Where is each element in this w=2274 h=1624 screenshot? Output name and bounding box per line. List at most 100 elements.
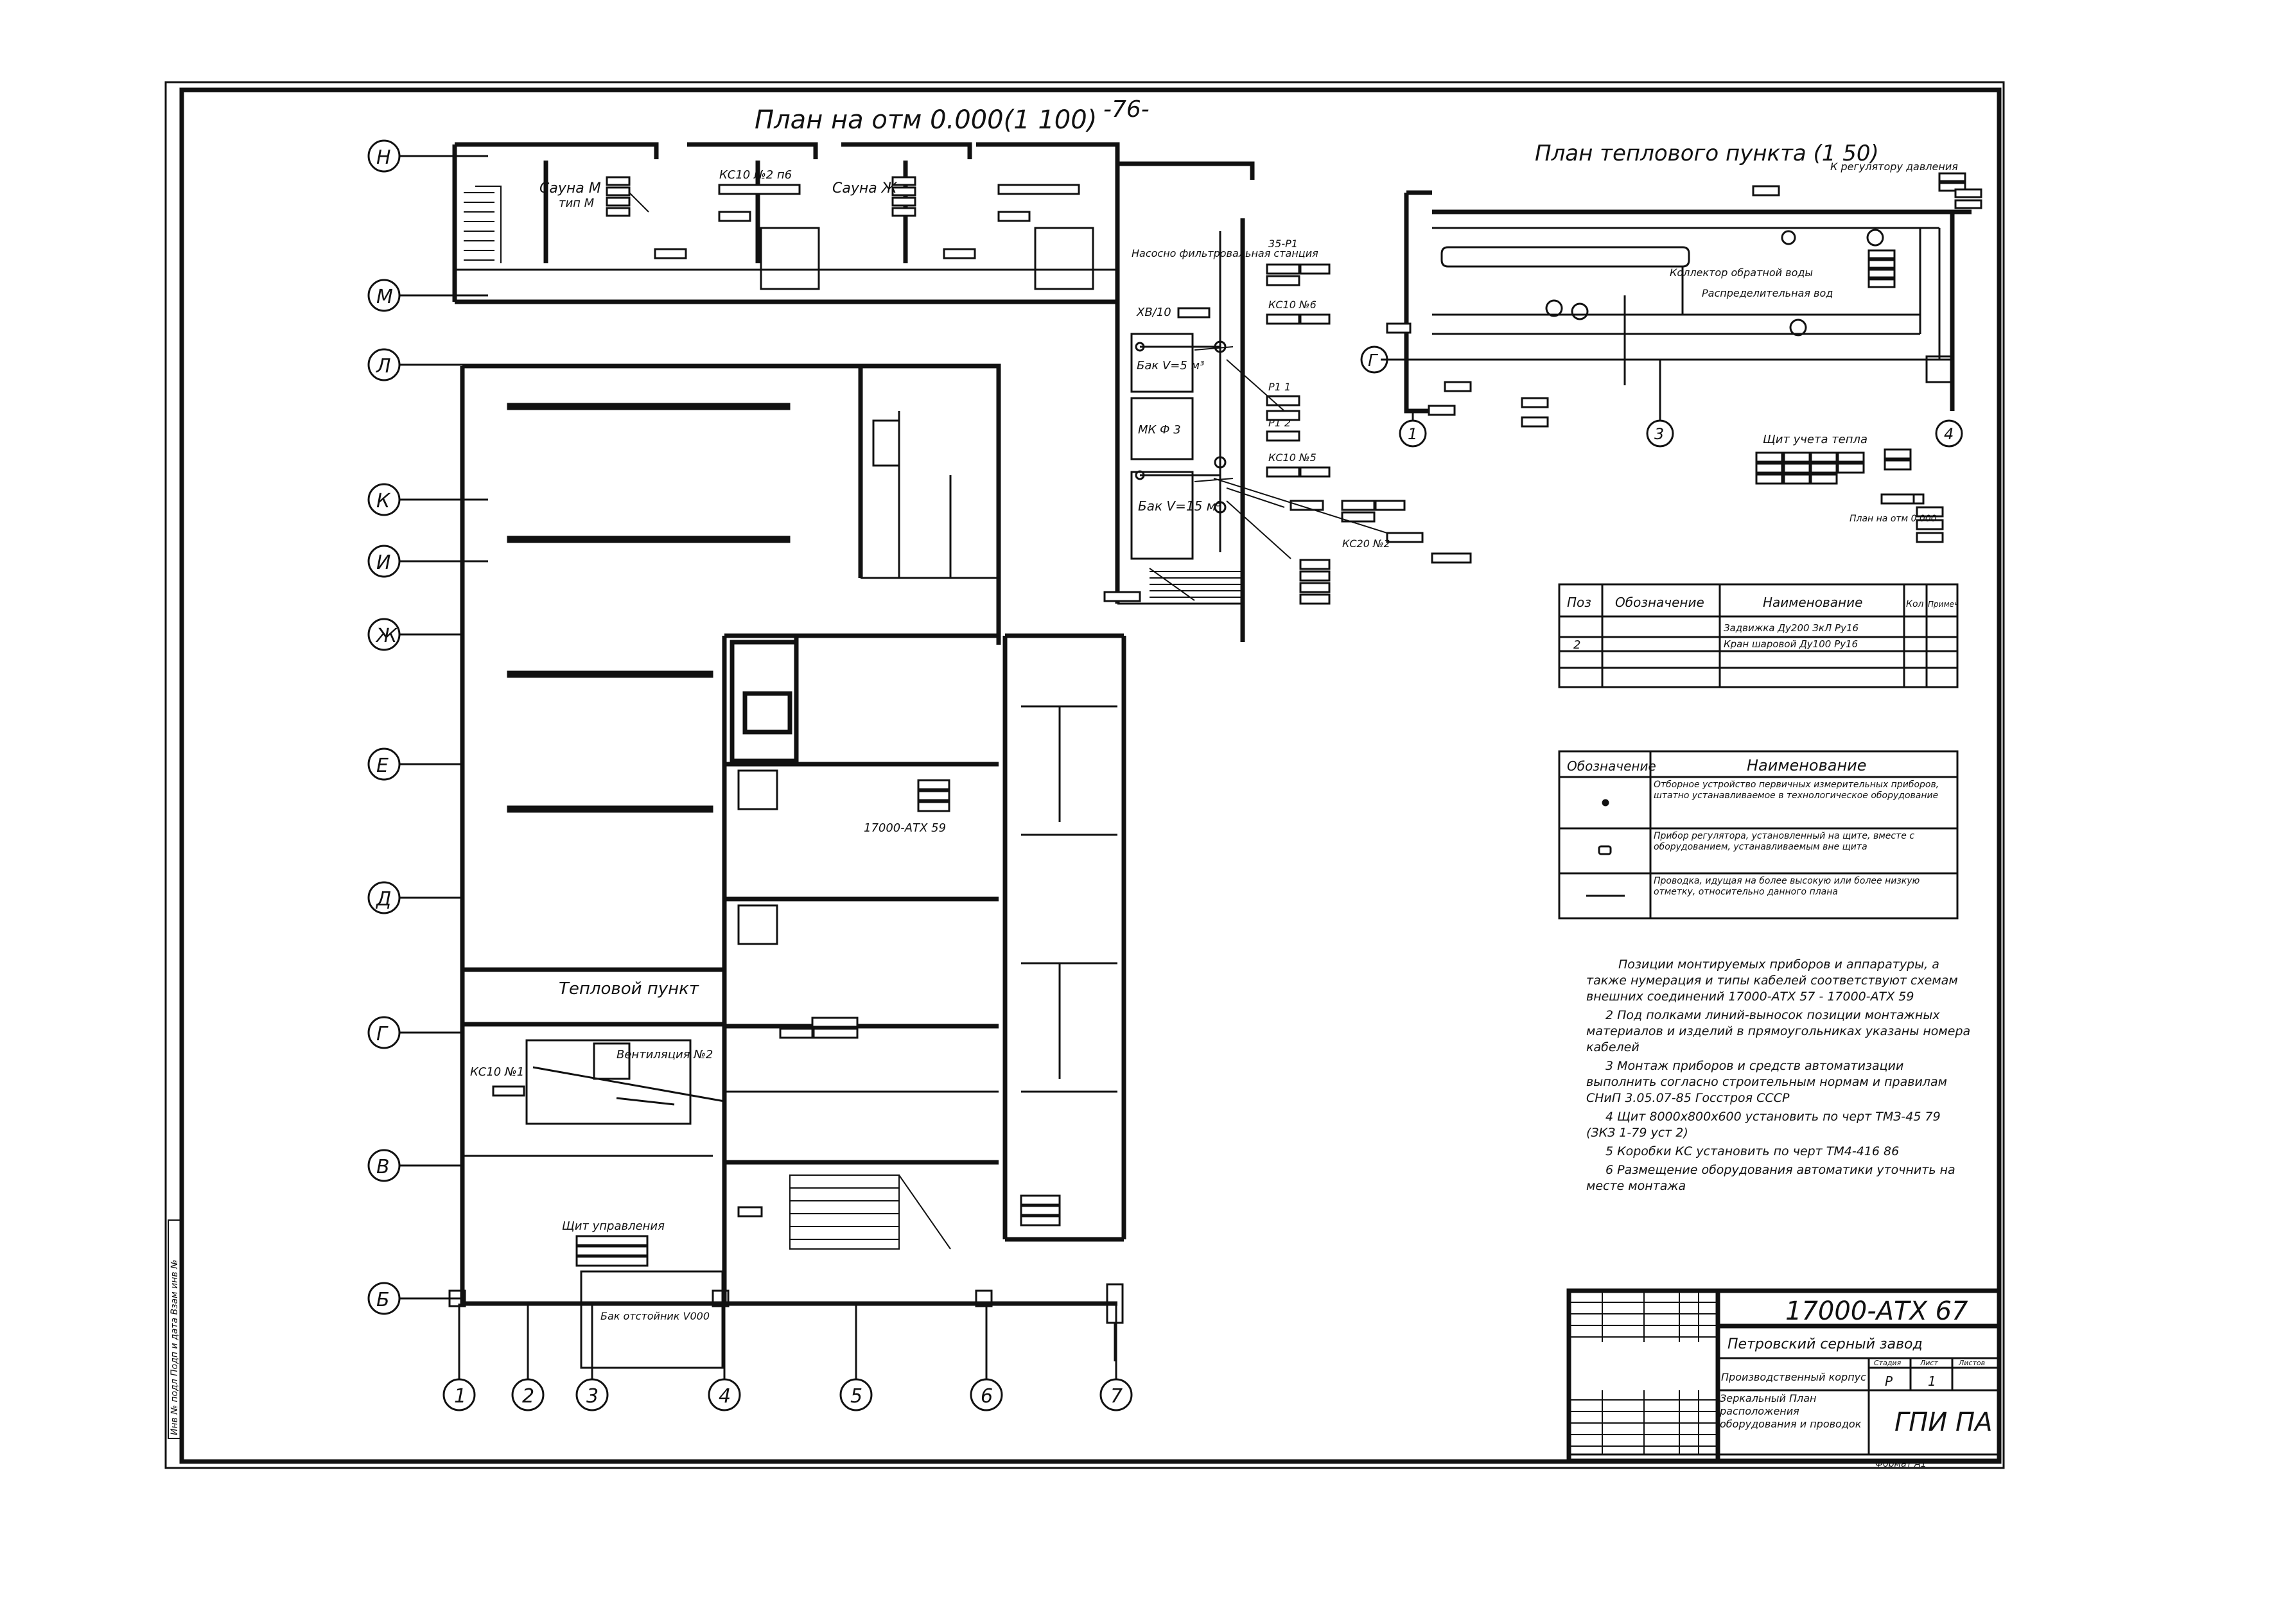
label-sauna-right: Сауна Ж [832,180,898,196]
axis-label: Д [375,888,391,911]
spec-header-pos: Поз [1567,595,1591,610]
label-ventilation: Вентиляция №2 [617,1048,713,1061]
note-6: 6 Размещение оборудования автоматики уто… [1586,1163,1955,1193]
label-p3: 35-Р1 [1268,238,1298,250]
staircase-top [464,186,502,263]
legend-header-name: Наименование [1747,756,1867,774]
label-ks10-6: КС10 №6 [1268,299,1316,311]
axis-label: М [376,286,393,308]
hp-collector-note: Коллектор обратной воды [1670,266,1813,279]
hp-meter-panel: Щит учета тепла [1763,433,1867,446]
hp-header-note: К регулятору давления [1830,161,1958,173]
hp-axis-4: 4 [1944,425,1954,443]
building-walls [448,142,1255,1369]
axis-label: 2 [522,1385,534,1408]
axis-row-v: В [367,1149,462,1182]
label-heat-point: Тепловой пункт [559,979,699,999]
axis-label: Г [376,1023,389,1045]
building: Производственный корпус [1721,1371,1866,1383]
note-2: 2 Под полками линий-выносок позиции монт… [1586,1008,1971,1054]
notes-block: Позиции монтируемых приборов и аппаратур… [1586,957,1971,1193]
label-tank-large: Бак V=15 м³ [1138,498,1221,514]
axis-label: И [376,552,390,574]
spec-header-name: Наименование [1763,595,1862,610]
label-sauna-left: Сауна М [539,180,601,196]
outer-frame [164,81,2005,1469]
axis-row-g: Г [367,1016,462,1049]
axis-col-7: 7 [1099,1304,1133,1411]
title-block: 17000-АТХ 67 Петровский серный завод Про… [1566,1288,2002,1469]
label-filter-station: Насосно фильтровальная станция [1132,247,1318,259]
side-stamp: Инв № подл Подп и дата Взам инв № [168,1219,182,1439]
legend-table: Обозначение Наименование Отборное устрой… [1558,750,1959,920]
staircase-right [1149,568,1243,601]
label-ks10-2: КС10 №2 п6 [719,168,792,182]
axis-label: 5 [850,1385,862,1408]
side-stamp-text: Инв № подл Подп и дата Взам инв № [170,1259,180,1435]
spec-table: Поз Обозначение Наименование Кол Примеч … [1558,583,1959,688]
tag-cluster-filter [1103,263,1472,605]
axis-col-5: 5 [839,1304,873,1411]
axis-row-l: Л [367,348,462,381]
axis-col-6: 6 [970,1304,1003,1411]
axis-label: 6 [981,1385,993,1408]
label-p1: Р1 1 [1268,381,1291,393]
heat-point-plan: Г 1 3 4 К регулятору давления Коллектор … [1360,161,1982,543]
main-plan-title: План на отм 0.000(1 100) [755,105,1097,135]
axis-label: Л [376,355,391,378]
axis-row-b: Б [367,1282,462,1315]
axis-label: 7 [1110,1385,1123,1408]
organization: Петровский серный завод [1727,1336,1923,1352]
axis-label: В [376,1156,390,1178]
spec-header-note: Примеч [1928,600,1959,609]
label-control-panel: Щит управления [562,1219,665,1233]
axis-label: Н [376,146,391,169]
stage-label: Стадия [1874,1359,1902,1367]
sheet-value: 1 [1928,1374,1936,1389]
label-mk: МК Ф 3 [1138,423,1181,437]
axis-row-n: Н [367,139,488,173]
legend-dot-icon [1602,799,1609,807]
axis-label: 3 [586,1385,599,1408]
legend-row-3-text: Проводка, идущая на более высокую или бо… [1654,876,1920,897]
institute: ГПИ ПА [1894,1408,1992,1437]
label-hv: ХВ/10 [1136,306,1171,319]
hp-axis-g: Г [1368,351,1379,371]
tag-cluster-sauna-left [606,176,687,259]
axis-row-m: М [367,279,488,312]
label-tank-small: Бак V=5 м³ [1137,359,1204,372]
axis-col-3: 3 [575,1304,609,1411]
tag-cluster-center [737,779,1061,1227]
sheet-label: Лист [1920,1359,1938,1367]
spec-row-2-pos: 2 [1573,638,1580,652]
axis-row-e: Е [367,747,462,781]
label-ks10-5: КС10 №5 [1268,451,1316,464]
axis-row-k: К [367,483,488,516]
note-3: 3 Монтаж приборов и средств автоматизаци… [1586,1059,1947,1105]
hp-supply-note: Распределительная вод [1702,287,1833,299]
axis-row-zh: Ж [367,618,462,651]
hp-axis-3: 3 [1654,425,1664,443]
tag-cluster-heatpoint [492,1042,725,1267]
spec-row-2-name: Кран шаровой Ду100 Ру16 [1724,638,1858,650]
instrument-tags [492,176,1472,1267]
note-4: 4 Щит 8000x800x600 установить по черт ТМ… [1586,1110,1941,1140]
heat-point-plan-title: План теплового пункта (1 50) [1535,141,1879,166]
label-ks20: КС20 №2 [1342,537,1390,550]
column-axes: 1 2 3 4 5 6 7 [442,1304,1133,1411]
label-sauna-left-sub: тип М [559,196,595,210]
axis-row-i: И [367,545,488,578]
axis-col-4: 4 [708,1304,741,1411]
stage-value: Р [1885,1374,1893,1389]
label-ks10-1: КС10 №1 [470,1065,524,1079]
main-plan-labels: Сауна М тип М Сауна Ж КС10 №2 п6 Насосно… [470,168,1390,1322]
legend-header-symbol: Обозначение [1567,758,1656,774]
sheet-title: Зеркальный План расположения оборудовани… [1720,1392,1862,1430]
tag-cluster-sauna-right [891,176,976,259]
note-1: Позиции монтируемых приборов и аппаратур… [1586,957,1958,1004]
axis-label: 4 [719,1385,731,1408]
tag-cluster-top-mid [718,184,1080,222]
axis-row-d: Д [367,881,462,914]
row-axes: Н М Л К И Ж Е Д Г В Б [367,139,488,1315]
